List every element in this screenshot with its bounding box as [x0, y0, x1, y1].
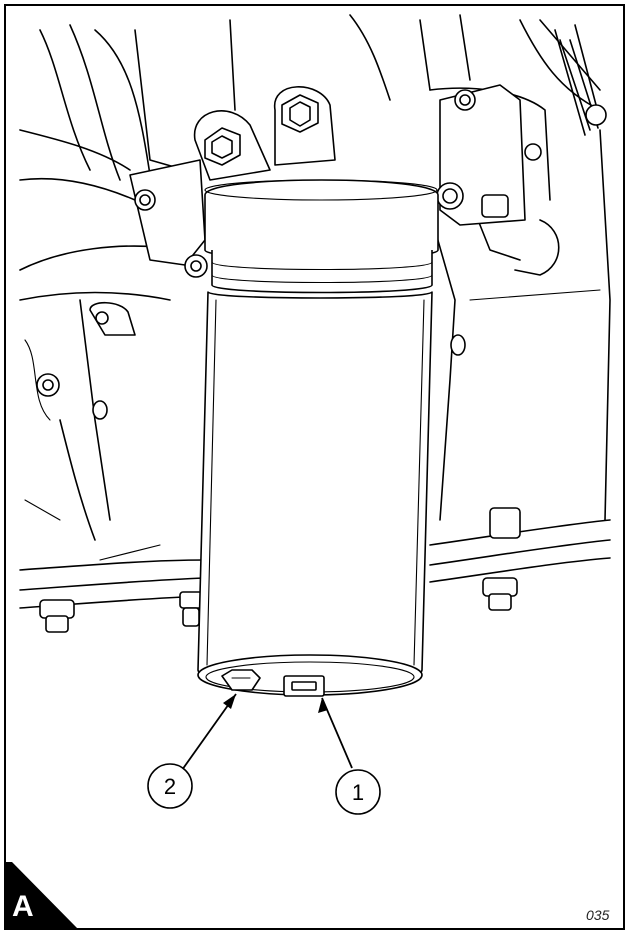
- drain-recess-1: [283, 675, 325, 697]
- callout-number: 2: [164, 774, 176, 799]
- figure-number: 035: [586, 907, 610, 923]
- figure-border: [4, 4, 625, 930]
- callout-circle: [147, 763, 193, 809]
- rail-bolt: [482, 577, 518, 611]
- rail-bolt: [489, 507, 521, 539]
- callout-2: 2: [147, 693, 237, 809]
- drain-plug-2: [221, 669, 261, 691]
- callout-circle: [335, 769, 381, 815]
- corner-tab: A: [5, 862, 78, 929]
- callout-1: 1: [318, 697, 381, 815]
- rail-bolt: [39, 599, 75, 633]
- oil-filter-canister: [197, 291, 433, 697]
- callout-number: 1: [352, 780, 364, 805]
- arrowhead: [318, 698, 328, 713]
- corner-label: A: [12, 890, 34, 923]
- arrowhead: [223, 694, 236, 709]
- filter-head: [129, 84, 542, 294]
